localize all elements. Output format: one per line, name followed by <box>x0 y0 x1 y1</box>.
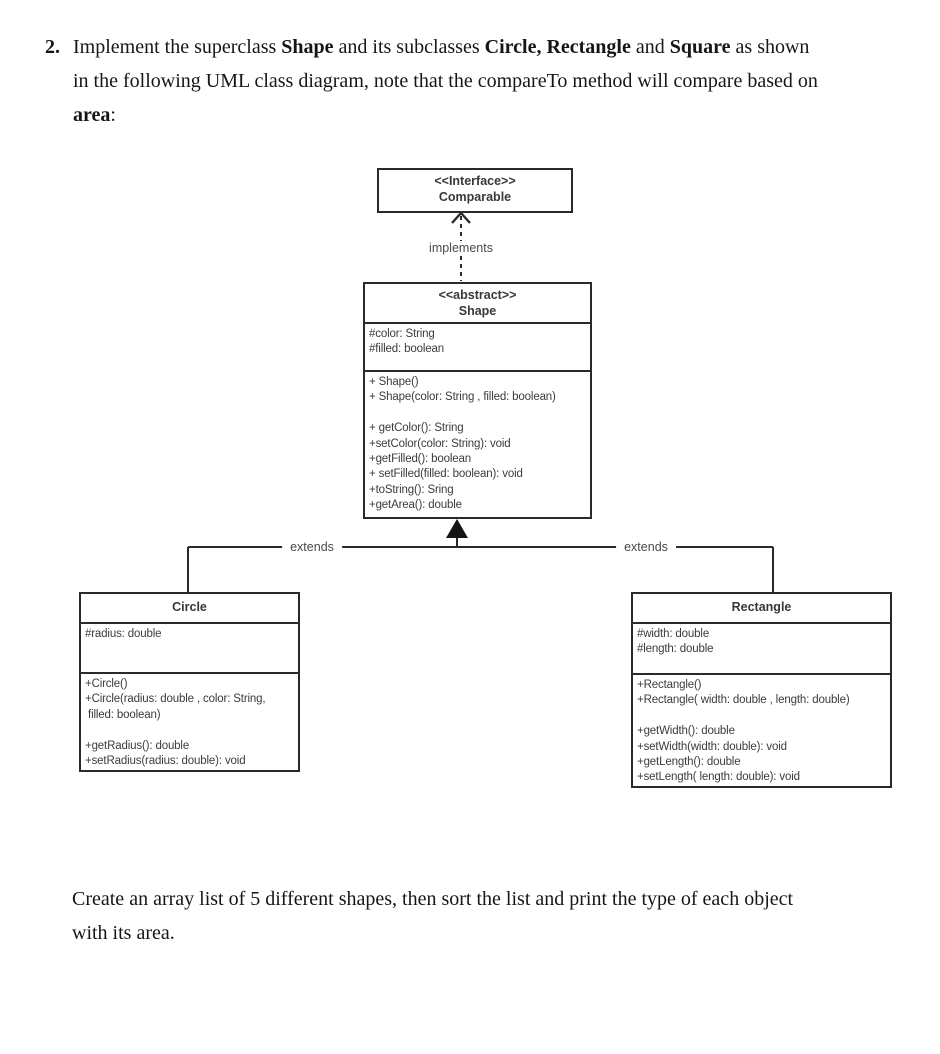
extends-label-left: extends <box>282 540 342 554</box>
problem-number: 2. <box>45 36 60 58</box>
uml-class-comparable: <<Interface>> Comparable <box>377 168 573 213</box>
shape-name: Shape <box>458 303 497 318</box>
uml-class-rectangle: Rectangle #width: double #length: double… <box>631 592 892 788</box>
inheritance-arrow-icon <box>446 519 468 538</box>
rectangle-fields: #width: double #length: double <box>633 622 890 673</box>
instruction-line-1: Create an array list of 5 different shap… <box>72 888 794 910</box>
shape-stereotype: <<abstract>> <box>438 288 517 302</box>
method-line: +getArea(): double <box>369 499 462 512</box>
field-line: #filled: boolean <box>369 343 444 356</box>
method-line: +setRadius(radius: double): void <box>85 755 246 768</box>
method-line <box>369 406 586 421</box>
uml-class-circle: Circle #radius: double +Circle() +Circle… <box>79 592 300 772</box>
method-line: +Rectangle() <box>637 679 702 691</box>
method-line: +setLength( length: double): void <box>637 771 800 784</box>
method-line: + setFilled(filled: boolean): void <box>369 468 523 481</box>
circle-name: Circle <box>172 600 207 615</box>
statement-line-2: in the following UML class diagram, note… <box>73 70 818 92</box>
extends-label-right: extends <box>616 540 676 554</box>
rectangle-header: Rectangle <box>633 594 890 622</box>
method-line <box>637 709 886 724</box>
rectangle-methods: +Rectangle() +Rectangle( width: double ,… <box>633 673 890 786</box>
instruction-line-2: with its area. <box>72 922 175 944</box>
text-segment-bold: Square <box>669 36 731 58</box>
text-segment: Implement the superclass <box>73 36 282 58</box>
method-line: +Circle() <box>85 678 128 690</box>
method-line: +toString(): Sring <box>369 483 454 496</box>
text-segment: and its subclasses <box>333 36 485 58</box>
method-line: +getWidth(): double <box>637 725 735 738</box>
field-line: #width: double <box>637 628 710 640</box>
method-line: +getRadius(): double <box>85 739 190 752</box>
text-segment-bold: Circle, Rectangle <box>484 36 631 58</box>
circle-methods: +Circle() +Circle(radius: double , color… <box>81 672 298 770</box>
field-line: #radius: double <box>85 628 162 640</box>
comparable-name: Comparable <box>438 189 512 204</box>
method-line: +setColor(color: String): void <box>369 437 511 450</box>
method-line: +Rectangle( width: double , length: doub… <box>637 694 850 707</box>
text-segment: and <box>630 36 670 58</box>
circle-fields: #radius: double <box>81 622 298 672</box>
closing-instruction: Create an array list of 5 different shap… <box>72 882 902 950</box>
comparable-header: <<Interface>> Comparable <box>379 170 571 205</box>
method-line: +setWidth(width: double): void <box>637 740 787 753</box>
shape-fields: #color: String #filled: boolean <box>365 322 590 370</box>
method-line: + Shape(color: String , filled: boolean) <box>369 391 556 404</box>
statement-line-1: Implement the superclass Shape and its s… <box>73 30 903 64</box>
implements-label: implements <box>421 241 501 255</box>
field-line: #color: String <box>369 328 435 340</box>
circle-header: Circle <box>81 594 298 622</box>
method-line: +Circle(radius: double , color: String, <box>85 693 266 706</box>
text-segment: as shown <box>730 36 810 58</box>
comparable-stereotype: <<Interface>> <box>434 174 516 188</box>
shape-methods: + Shape() + Shape(color: String , filled… <box>365 370 590 517</box>
statement-line-3: area: <box>73 98 903 132</box>
rectangle-name: Rectangle <box>731 600 792 615</box>
method-line: + Shape() <box>369 376 419 388</box>
method-line: + getColor(): String <box>369 422 464 435</box>
implements-arrow-icon <box>451 211 471 224</box>
text-segment: : <box>110 104 116 126</box>
method-line <box>85 723 294 738</box>
method-line: +getLength(): double <box>637 756 741 769</box>
text-segment-bold: Shape <box>281 36 334 58</box>
shape-header: <<abstract>> Shape <box>365 284 590 322</box>
text-segment-bold: area <box>73 104 111 126</box>
method-line: +getFilled(): boolean <box>369 453 472 466</box>
problem-statement: Implement the superclass Shape and its s… <box>73 30 903 132</box>
method-line: filled: boolean) <box>85 708 161 721</box>
field-line: #length: double <box>637 643 714 656</box>
uml-class-shape: <<abstract>> Shape #color: String #fille… <box>363 282 592 519</box>
